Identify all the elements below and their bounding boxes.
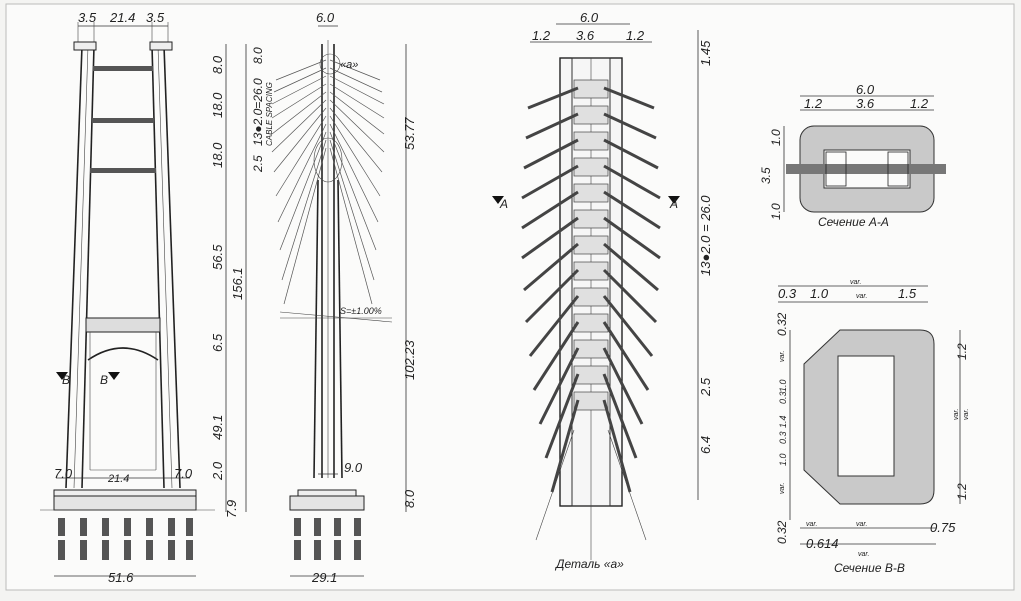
detail-anchor-boxes <box>573 79 609 411</box>
front-base-right: 7.0 <box>174 466 193 481</box>
detail-dim-2-5: 2.5 <box>698 377 713 397</box>
side-detail-mark: «a» <box>340 59 358 71</box>
bb-left-var-b: var. <box>779 483 786 494</box>
bb-top-1-5: 1.5 <box>898 286 917 301</box>
front-top-dim-right: 3.5 <box>146 10 165 25</box>
aa-top-left: 1.2 <box>804 96 823 111</box>
bb-right-1-2b: 1.2 <box>955 483 969 500</box>
aa-top-total: 6.0 <box>856 82 875 97</box>
front-dim-56-5: 56.5 <box>210 244 225 270</box>
front-dim-18b: 18.0 <box>210 142 225 168</box>
detail-dim-1-45: 1.45 <box>698 40 713 66</box>
detail-section-arrow-left <box>492 196 504 204</box>
aa-left-3-5: 3.5 <box>759 167 773 184</box>
aa-left-1b: 1.0 <box>769 203 783 220</box>
front-piles <box>58 518 193 560</box>
detail-dim-6-4: 6.4 <box>698 436 713 454</box>
front-top-dim-left: 3.5 <box>78 10 97 25</box>
section-mark-arrow-right <box>108 372 120 380</box>
front-dim-49-1: 49.1 <box>210 415 225 440</box>
detail-caption: Деталь «а» <box>554 557 624 571</box>
front-base-left: 7.0 <box>54 466 73 481</box>
bb-top-0-3: 0.3 <box>778 286 797 301</box>
front-view: 3.5 21.4 3.5 7.0 21.4 7.0 <box>40 10 247 585</box>
bb-right-1-2a: 1.2 <box>955 343 969 360</box>
front-dim-6-5: 6.5 <box>210 333 225 352</box>
side-dim-2-5: 2.5 <box>251 155 265 173</box>
bb-left-0-32a: 0.32 <box>775 312 789 336</box>
detail-dim-13x2: 13●2.0 = 26.0 <box>698 195 713 276</box>
bb-right-var-b: var. <box>963 409 970 420</box>
side-cable-spacing: CABLE SPACING <box>265 82 274 146</box>
bb-bottom-var-b: var. <box>856 521 867 528</box>
bb-top-total: var. <box>850 279 861 286</box>
front-total-height: 156.1 <box>230 267 245 300</box>
detail-a: 6.0 1.2 3.6 1.2 <box>492 10 713 571</box>
bb-left-0-3b: 0.3 <box>778 431 788 444</box>
bb-bottom-0-614: 0.614 <box>806 536 839 551</box>
bb-top-1-0: 1.0 <box>810 286 829 301</box>
bb-bottom-var-c: var. <box>858 551 869 558</box>
front-base-inner: 21.4 <box>107 473 129 485</box>
bb-left-var-a: var. <box>779 351 786 362</box>
detail-top-left: 1.2 <box>532 28 551 43</box>
bb-bottom-0-75: 0.75 <box>930 520 956 535</box>
detail-section-arrow-right <box>668 196 680 204</box>
side-lower-width: 9.0 <box>344 460 363 475</box>
bb-right-var-a: var. <box>953 409 960 420</box>
detail-section-mark-left: A <box>499 197 508 211</box>
side-foundation-width: 29.1 <box>311 570 337 585</box>
side-slope: S=±1.00% <box>340 306 382 316</box>
bb-left-1-0b: 1.0 <box>778 453 788 466</box>
detail-top-total: 6.0 <box>580 10 599 25</box>
section-mark-b-right: B <box>100 373 108 387</box>
front-dim-7-9: 7.9 <box>224 500 239 518</box>
detail-top-mid: 3.6 <box>576 28 595 43</box>
side-top-width: 6.0 <box>316 10 335 25</box>
detail-top-right: 1.2 <box>626 28 645 43</box>
section-mark-b-left: B <box>62 373 70 387</box>
section-aa: 6.0 1.2 3.6 1.2 1.0 3.5 1.0 Сечение А-А <box>759 82 946 229</box>
side-cable-fan <box>271 59 385 305</box>
aa-caption: Сечение А-А <box>818 215 889 229</box>
section-bb: var. 0.3 1.0 var. 1.5 0.32 var. 1.0 0.3 … <box>775 279 970 575</box>
aa-top-mid: 3.6 <box>856 96 875 111</box>
front-dim-18a: 18.0 <box>210 92 225 118</box>
bb-top-var: var. <box>856 293 867 300</box>
bb-left-1-4: 1.4 <box>778 415 788 428</box>
bb-left-0-32b: 0.32 <box>775 520 789 544</box>
side-dim-8-0: 8.0 <box>402 489 417 508</box>
side-view: 6.0 S=±1.00% «a» 8.0 13●2.0=26.0 <box>251 10 417 585</box>
bb-left-0-3a: 0.3 <box>778 391 788 404</box>
front-dim-2: 2.0 <box>210 461 225 481</box>
bb-bottom-var-a: var. <box>806 521 817 528</box>
aa-left-1: 1.0 <box>769 129 783 146</box>
front-foundation-width: 51.6 <box>108 570 134 585</box>
bb-left-1-0a: 1.0 <box>778 379 788 392</box>
side-dim-13x2: 13●2.0=26.0 <box>251 78 265 146</box>
front-top-dim-mid: 21.4 <box>109 10 135 25</box>
side-piles <box>294 518 361 560</box>
front-dim-8: 8.0 <box>210 55 225 74</box>
side-dim-8: 8.0 <box>251 47 265 64</box>
side-dim-53-77: 53.77 <box>402 117 417 150</box>
section-mark-arrow-left <box>56 372 68 380</box>
detail-section-mark-right: A <box>669 197 678 211</box>
bb-caption: Сечение В-В <box>834 561 905 575</box>
side-dim-102-23: 102.23 <box>402 339 417 380</box>
detail-cables <box>521 86 661 493</box>
aa-top-right: 1.2 <box>910 96 929 111</box>
